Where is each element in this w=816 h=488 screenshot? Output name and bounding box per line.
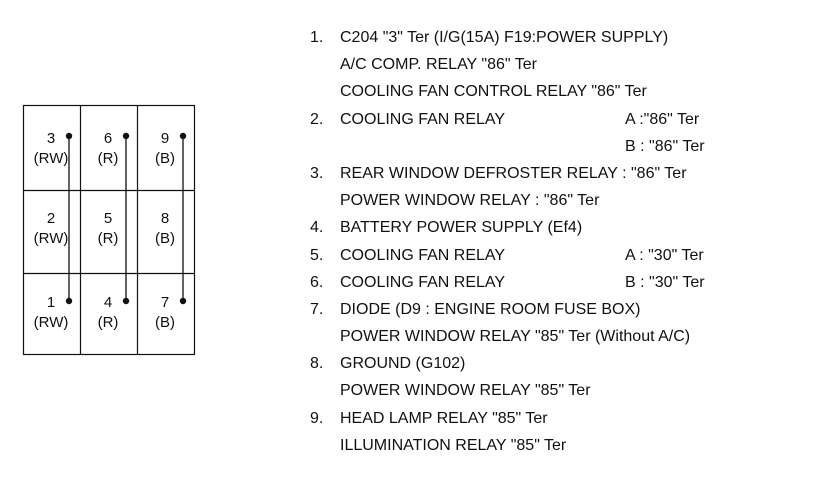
pin-number: 6 (103, 130, 113, 147)
pin-wire-color: (RW) (33, 230, 69, 247)
terminal-dot (122, 132, 130, 140)
legend-item-text: POWER WINDOW RELAY : "86" Ter (340, 192, 600, 210)
legend-item-number: 4. (310, 219, 324, 237)
pin-number: 8 (160, 210, 170, 227)
pin-9: 9 (B) (137, 129, 193, 169)
legend-item-text: A/C COMP. RELAY "86" Ter (340, 56, 537, 74)
pin-8: 8 (B) (137, 209, 193, 249)
pin-wire-color: (RW) (33, 150, 69, 167)
legend-item-number: 9. (310, 409, 324, 427)
terminal-dot (179, 132, 187, 140)
pin-3: 3 (RW) (23, 129, 79, 169)
legend-item-text: BATTERY POWER SUPPLY (Ef4) (340, 219, 583, 237)
legend-item-number: 8. (310, 355, 324, 373)
legend-item-text: COOLING FAN RELAY (340, 246, 506, 264)
legend-item-9: 9. HEAD LAMP RELAY "85" Ter (308, 405, 808, 432)
pin-7: 7 (B) (137, 293, 193, 333)
legend-item-2-line-2: B : "86" Ter (308, 133, 808, 160)
pin-5: 5 (R) (80, 209, 136, 249)
legend-item-number: 3. (310, 164, 324, 182)
pin-wire-color: (R) (97, 230, 119, 247)
legend-item-number: 6. (310, 273, 324, 291)
legend-item-8-line-2: POWER WINDOW RELAY "85" Ter (308, 377, 808, 404)
pin-1: 1 (RW) (23, 293, 79, 333)
pin-number: 1 (46, 294, 56, 311)
terminal-dot (122, 297, 130, 305)
pin-wire-color: (B) (155, 314, 175, 331)
legend-item-number: 5. (310, 246, 324, 264)
legend-item-8: 8. GROUND (G102) (308, 350, 808, 377)
legend-item-3-line-2: POWER WINDOW RELAY : "86" Ter (308, 187, 808, 214)
legend-item-number: 7. (310, 300, 324, 318)
legend-item-5: 5. COOLING FAN RELAY A : "30" Ter (308, 242, 808, 269)
connector-diagram: 3 (RW) 6 (R) 9 (B) 2 (RW) 5 (R) 8 (B) 1 … (22, 104, 196, 356)
legend-item-7-line-2: POWER WINDOW RELAY "85" Ter (Without A/C… (308, 323, 808, 350)
legend-item-text: COOLING FAN RELAY (340, 110, 506, 128)
legend-item-text: COOLING FAN RELAY (340, 273, 506, 291)
legend-item-6: 6. COOLING FAN RELAY B : "30" Ter (308, 269, 808, 296)
legend-item-text: HEAD LAMP RELAY "85" Ter (340, 409, 548, 427)
pin-number: 5 (103, 210, 113, 227)
legend-item-terminal: A : "30" Ter (625, 246, 704, 264)
legend-item-1-line-2: A/C COMP. RELAY "86" Ter (308, 51, 808, 78)
connector-outline (22, 104, 196, 356)
legend-item-terminal: B : "30" Ter (625, 273, 705, 291)
legend-item-text: REAR WINDOW DEFROSTER RELAY : "86" Ter (340, 164, 687, 182)
pin-number: 9 (160, 130, 170, 147)
connector-grid-svg (22, 104, 196, 356)
pin-wire-color: (RW) (33, 314, 69, 331)
terminal-legend: 1. C204 "3" Ter (I/G(15A) F19:POWER SUPP… (308, 24, 808, 459)
legend-item-text: DIODE (D9 : ENGINE ROOM FUSE BOX) (340, 300, 641, 318)
legend-item-number: 1. (310, 29, 324, 46)
legend-item-3: 3. REAR WINDOW DEFROSTER RELAY : "86" Te… (308, 160, 808, 187)
pin-4: 4 (R) (80, 293, 136, 333)
legend-item-text: COOLING FAN CONTROL RELAY "86" Ter (340, 83, 647, 101)
legend-item-text: GROUND (G102) (340, 355, 466, 373)
pin-wire-color: (R) (97, 314, 119, 331)
legend-item-4: 4. BATTERY POWER SUPPLY (Ef4) (308, 214, 808, 241)
terminal-dot (179, 297, 187, 305)
pin-wire-color: (R) (97, 150, 119, 167)
legend-item-text: ILLUMINATION RELAY "85" Ter (340, 436, 567, 454)
terminal-dot (65, 132, 73, 140)
legend-item-text: POWER WINDOW RELAY "85" Ter (Without A/C… (340, 328, 691, 346)
pin-number: 2 (46, 210, 56, 227)
legend-item-2: 2. COOLING FAN RELAY A :"86" Ter (308, 106, 808, 133)
pin-number: 3 (46, 130, 56, 147)
terminal-dot (65, 297, 73, 305)
pin-number: 4 (103, 294, 113, 311)
pin-wire-color: (B) (155, 230, 175, 247)
pin-number: 7 (160, 294, 170, 311)
legend-item-1: 1. C204 "3" Ter (I/G(15A) F19:POWER SUPP… (308, 24, 808, 51)
legend-item-terminal: B : "86" Ter (625, 137, 705, 155)
legend-item-9-line-2: ILLUMINATION RELAY "85" Ter (308, 432, 808, 459)
legend-item-number: 2. (310, 110, 324, 128)
legend-item-text: C204 "3" Ter (I/G(15A) F19:POWER SUPPLY) (340, 29, 669, 46)
pin-wire-color: (B) (155, 150, 175, 167)
legend-item-1-line-3: COOLING FAN CONTROL RELAY "86" Ter (308, 78, 808, 105)
pin-6: 6 (R) (80, 129, 136, 169)
pin-2: 2 (RW) (23, 209, 79, 249)
legend-item-7: 7. DIODE (D9 : ENGINE ROOM FUSE BOX) (308, 296, 808, 323)
legend-item-terminal: A :"86" Ter (625, 110, 700, 128)
legend-item-text: POWER WINDOW RELAY "85" Ter (340, 382, 591, 400)
